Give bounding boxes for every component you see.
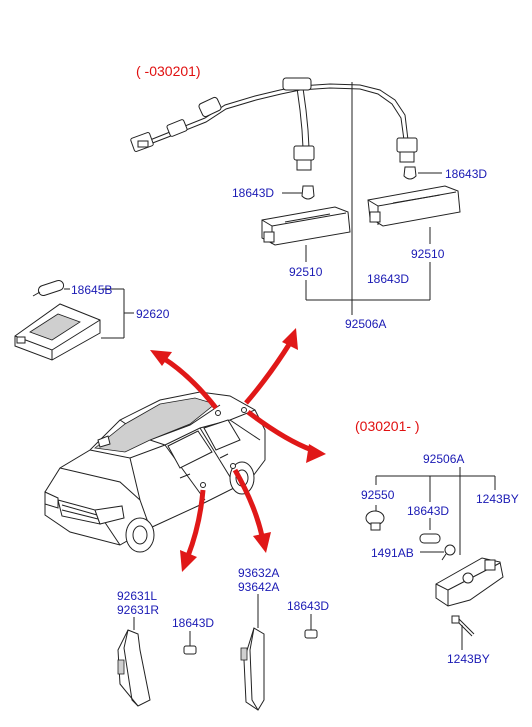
label-18643d-bottom-right: 18643D xyxy=(287,599,329,613)
label-18643d-top-right: 18643D xyxy=(445,167,487,181)
label-92550: 92550 xyxy=(361,488,395,502)
label-92620: 92620 xyxy=(136,307,170,321)
leader-lines-right xyxy=(375,467,496,650)
car-illustration xyxy=(44,391,266,553)
label-92510-left: 92510 xyxy=(289,265,323,279)
label-18643d-mid: 18643D xyxy=(367,272,409,286)
label-92631l: 92631L xyxy=(117,589,157,603)
label-18645b: 18645B xyxy=(71,283,112,297)
bulb-right-icon xyxy=(419,533,441,544)
bulb-18645b-icon xyxy=(32,280,65,297)
bulb-top-left-icon xyxy=(301,185,315,200)
label-92510-right: 92510 xyxy=(411,247,445,261)
map-lamp-left xyxy=(261,206,351,246)
header-early-range: ( -030201) xyxy=(136,63,201,79)
leader-lines-top xyxy=(282,82,442,315)
label-92506a-right: 92506A xyxy=(423,452,464,466)
indicator-arrows xyxy=(150,328,326,572)
bulb-bottom-right-icon xyxy=(304,629,318,639)
bulb-top-right-icon xyxy=(403,166,417,180)
door-switch-lamp xyxy=(240,627,265,711)
label-92631r: 92631R xyxy=(117,603,159,617)
bulb-bottom-left-icon xyxy=(183,645,197,655)
label-18643d-top-left: 18643D xyxy=(232,186,274,200)
map-lamp-right xyxy=(367,185,461,227)
wire-harness-top xyxy=(130,77,418,171)
screw-1243by-icon xyxy=(451,615,475,637)
label-18643d-right: 18643D xyxy=(407,504,449,518)
label-18643d-bottom-left: 18643D xyxy=(172,616,214,630)
clip-92550-icon xyxy=(365,510,385,531)
screw-1491ab-icon xyxy=(441,544,456,561)
label-93632a: 93632A xyxy=(238,566,279,580)
label-1491ab: 1491AB xyxy=(371,546,414,560)
lamp-assembly-right xyxy=(435,557,504,607)
label-1243by-bottom: 1243BY xyxy=(447,652,490,666)
door-lamp-left xyxy=(117,629,151,707)
label-1243by-top: 1243BY xyxy=(476,492,519,506)
label-93642a: 93642A xyxy=(238,580,279,594)
label-92506a-top: 92506A xyxy=(345,317,386,331)
lamp-92620 xyxy=(14,303,101,361)
header-late-range: (030201- ) xyxy=(355,418,420,434)
